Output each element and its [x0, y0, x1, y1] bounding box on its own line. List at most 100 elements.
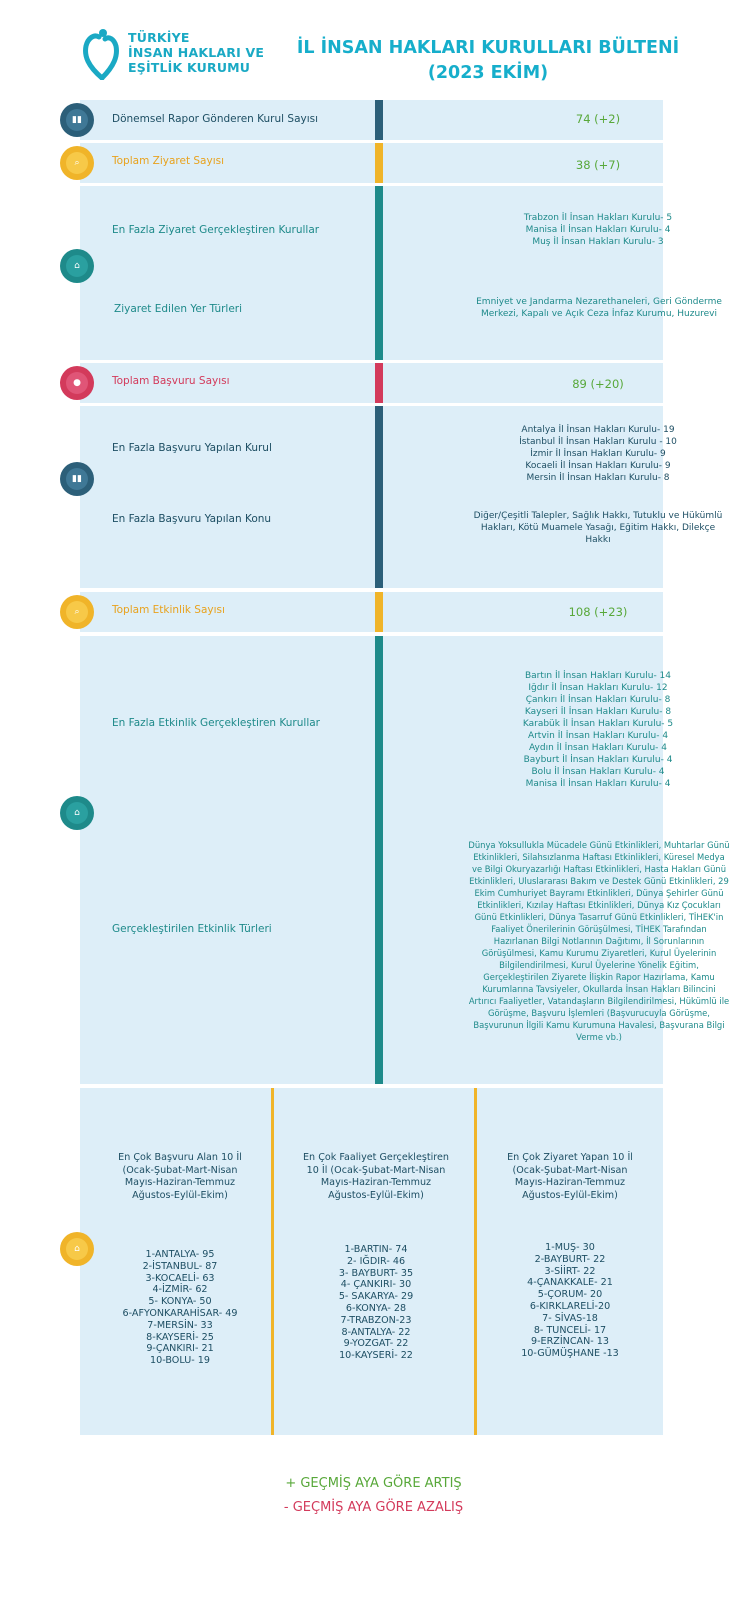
events-icon-ring: ⌕	[60, 595, 94, 629]
visit-details-icon-ring: ⌂	[60, 249, 94, 283]
reports-label: Dönemsel Rapor Gönderen Kurul Sayısı	[112, 113, 319, 125]
legend-decrease: - GEÇMİŞ AYA GÖRE AZALIŞ	[283, 1500, 464, 1515]
event-top-value: Bayburt İl İnsan Hakları Kurulu- 4	[523, 755, 673, 765]
application-bottom-value: Diğer/Çeşitli Talepler, Sağlık Hakkı, Tu…	[473, 511, 723, 545]
list-item: 10-KAYSERİ- 22	[339, 1350, 413, 1362]
heading-line: En Çok Faaliyet Gerçekleştiren	[303, 1152, 449, 1163]
top-applications-column: En Çok Başvuru Alan 10 İl (Ocak-Şubat-Ma…	[100, 1152, 260, 1367]
search-icon: ⌕	[66, 601, 88, 623]
visits-divider	[375, 143, 383, 183]
application-details-icon-ring: ▮▮	[60, 462, 94, 496]
list-item: 5-ÇORUM- 20	[537, 1289, 603, 1301]
heading-line: Ağustos-Eylül-Ekim)	[132, 1189, 228, 1201]
list-item: 2-İSTANBUL- 87	[142, 1260, 218, 1272]
list-item: 5- SAKARYA- 29	[338, 1291, 414, 1303]
event-top-value: Artvin İl İnsan Hakları Kurulu- 4	[527, 731, 669, 741]
search-icon: ⌕	[66, 152, 88, 174]
visits-value: 38 (+7)	[575, 158, 621, 172]
home-icon: ⌂	[66, 802, 88, 824]
column-divider-1	[271, 1088, 274, 1435]
list-item: 6-AFYONKARAHİSAR- 49	[122, 1307, 238, 1319]
events-row: Toplam Etkinlik Sayısı 108 (+23)	[80, 592, 663, 632]
list-item: 8- TUNCELİ- 17	[533, 1324, 607, 1336]
logo-line-2: İNSAN HAKLARI VE	[128, 45, 265, 60]
list-item: 5- KONYA- 50	[148, 1296, 212, 1308]
application-top-value: İzmir İl İnsan Hakları Kurulu- 9	[530, 449, 666, 459]
logo-line-1: TÜRKİYE	[128, 30, 190, 45]
list-item: 6-KONYA- 28	[345, 1302, 407, 1314]
heading-line: Mayıs-Haziran-Temmuz	[320, 1177, 432, 1188]
heading-line: (Ocak-Şubat-Mart-Nisan	[122, 1164, 238, 1176]
event-top-value: Bartın İl İnsan Hakları Kurulu- 14	[524, 671, 672, 681]
list-item: 4- ÇANKIRI- 30	[340, 1279, 412, 1291]
applications-row: Toplam Başvuru Sayısı 89 (+20)	[80, 363, 663, 403]
event-top-values: Bartın İl İnsan Hakları Kurulu- 14 Iğdır…	[472, 670, 724, 790]
tihek-logo: TÜRKİYE İNSAN HAKLARI VE EŞİTLİK KURUMU	[82, 28, 272, 84]
visits-row: Toplam Ziyaret Sayısı 38 (+7)	[80, 143, 663, 183]
list-item: 1-MUŞ- 30	[545, 1242, 595, 1253]
visit-top-value: Manisa İl İnsan Hakları Kurulu- 4	[525, 225, 671, 235]
list-item: 4-ÇANAKKALE- 21	[527, 1277, 613, 1289]
list-item: 8-KAYSERİ- 25	[146, 1331, 214, 1343]
event-details-icon-ring: ⌂	[60, 796, 94, 830]
visit-top-label: En Fazla Ziyaret Gerçekleştiren Kurullar	[112, 224, 320, 236]
home-icon: ⌂	[66, 1238, 88, 1260]
event-bottom-value: Dünya Yoksullukla Mücadele Günü Etkinlik…	[468, 840, 730, 1042]
applications-divider	[375, 363, 383, 403]
list-item: 7- SİVAS-18	[542, 1312, 598, 1324]
event-top-value: Bolu İl İnsan Hakları Kurulu- 4	[531, 767, 665, 777]
column-list: 1-MUŞ- 30 2-BAYBURT- 22 3-SİİRT- 22 4-ÇA…	[488, 1242, 652, 1360]
reports-icon-ring: ▮▮	[60, 103, 94, 137]
logo-text: TÜRKİYE İNSAN HAKLARI VE EŞİTLİK KURUMU	[128, 30, 264, 75]
list-item: 3-SİİRT- 22	[544, 1265, 596, 1277]
list-item: 4-İZMİR- 62	[152, 1284, 208, 1296]
list-item: 9-YOZGAT- 22	[343, 1338, 409, 1350]
event-details-row: En Fazla Etkinlik Gerçekleştiren Kurulla…	[80, 636, 730, 1084]
logo-emblem-icon	[83, 29, 119, 80]
home-icon: ⌂	[66, 255, 88, 277]
list-item: 3- BAYBURT- 35	[338, 1267, 414, 1279]
visit-top-values: Trabzon İl İnsan Hakları Kurulu- 5 Manis…	[472, 212, 724, 248]
list-item: 9-ÇANKIRI- 21	[146, 1343, 214, 1355]
heading-line: Ağustos-Eylül-Ekim)	[522, 1189, 618, 1201]
heading-line: En Çok Ziyaret Yapan 10 İl	[507, 1152, 633, 1163]
user-icon: ●	[66, 372, 88, 394]
visit-details-divider	[375, 186, 383, 360]
event-top-value: Iğdır İl İnsan Hakları Kurulu- 12	[528, 683, 668, 693]
events-label: Toplam Etkinlik Sayısı	[112, 604, 225, 616]
heading-line: Mayıs-Haziran-Temmuz	[514, 1177, 626, 1188]
application-top-value: Antalya İl İnsan Hakları Kurulu- 19	[521, 425, 675, 435]
list-item: 10-BOLU- 19	[150, 1355, 210, 1367]
column-heading: En Çok Faaliyet Gerçekleştiren 10 İl (Oc…	[286, 1152, 466, 1202]
heading-line: 10 İl (Ocak-Şubat-Mart-Nisan	[306, 1164, 446, 1176]
visit-top-value: Muş İl İnsan Hakları Kurulu- 3	[532, 237, 664, 247]
logo-line-3: EŞİTLİK KURUMU	[128, 60, 251, 75]
heading-line: (Ocak-Şubat-Mart-Nisan	[512, 1164, 628, 1176]
list-item: 8-ANTALYA- 22	[341, 1326, 411, 1338]
top-ten-panel	[80, 1088, 663, 1435]
applications-label: Toplam Başvuru Sayısı	[112, 375, 230, 387]
visits-icon-ring: ⌕	[60, 146, 94, 180]
title-line-1: İL İNSAN HAKLARI KURULLARI BÜLTENİ	[296, 38, 680, 58]
list-item: 10-GÜMÜŞHANE -13	[521, 1348, 619, 1360]
application-top-value: Mersin İl İnsan Hakları Kurulu- 8	[526, 473, 670, 483]
legend-increase: + GEÇMİŞ AYA GÖRE ARTIŞ	[285, 1476, 462, 1491]
applications-value: 89 (+20)	[572, 377, 624, 391]
list-item: 2-BAYBURT- 22	[534, 1253, 606, 1265]
visit-bottom-value: Emniyet ve Jandarma Nezarethaneleri, Ger…	[476, 297, 722, 319]
applications-icon-ring: ●	[60, 366, 94, 400]
events-value: 108 (+23)	[568, 605, 628, 619]
column-list: 1-BARTIN- 74 2- IĞDIR- 46 3- BAYBURT- 35…	[286, 1244, 466, 1362]
reports-value: 74 (+2)	[575, 112, 621, 126]
application-top-label: En Fazla Başvuru Yapılan Kurul	[112, 442, 272, 454]
reports-divider	[375, 100, 383, 140]
heading-line: En Çok Başvuru Alan 10 İl	[118, 1152, 242, 1163]
heading-line: Mayıs-Haziran-Temmuz	[124, 1177, 236, 1188]
heading-line: Ağustos-Eylül-Ekim)	[328, 1189, 424, 1201]
application-details-divider	[375, 406, 383, 588]
column-heading: En Çok Başvuru Alan 10 İl (Ocak-Şubat-Ma…	[100, 1152, 260, 1202]
event-top-label: En Fazla Etkinlik Gerçekleştiren Kurulla…	[112, 717, 320, 729]
list-item: 7-TRABZON-23	[340, 1314, 412, 1326]
event-bottom-label: Gerçekleştirilen Etkinlik Türleri	[112, 923, 272, 935]
list-item: 3-KOCAELİ- 63	[145, 1272, 215, 1284]
